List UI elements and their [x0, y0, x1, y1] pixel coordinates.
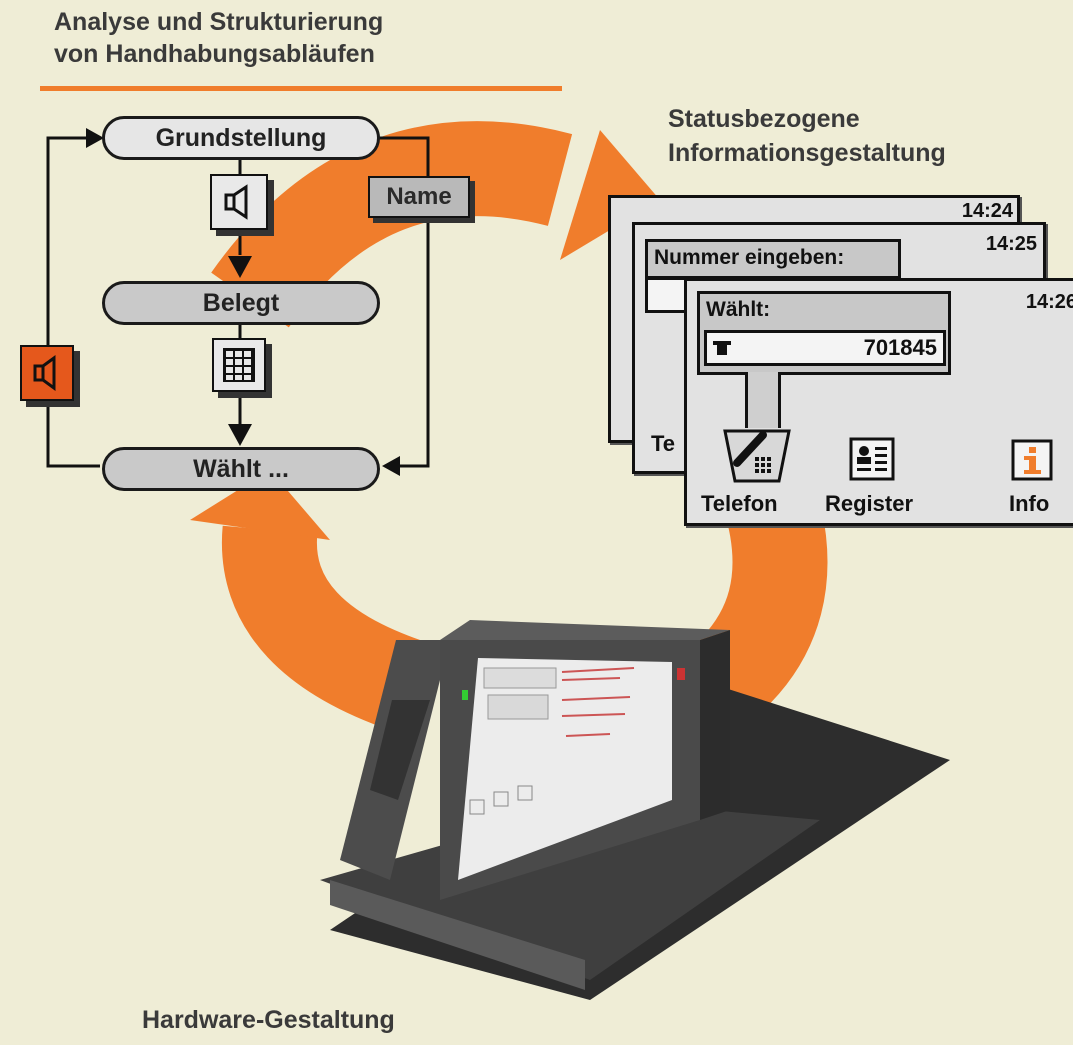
number-prompt-label: Nummer eingeben: [654, 246, 845, 269]
speaker-icon [210, 174, 268, 230]
side-speaker-icon [20, 345, 74, 401]
dialed-number-field: 701845 [704, 330, 946, 366]
status-heading-line2: Informationsgestaltung [668, 139, 946, 167]
screen-middle-time: 14:25 [985, 233, 1037, 255]
register-icon[interactable] [847, 435, 897, 483]
screen-front-time: 14:26 [1025, 291, 1073, 313]
status-heading-line1: Statusbezogene [668, 105, 860, 133]
dialing-status-label: Wählt: [706, 298, 771, 321]
name-tag: Name [368, 176, 470, 218]
flow-heading: Analyse und Strukturierung von Handhabun… [54, 6, 383, 70]
screen-back-time: 14:24 [961, 200, 1013, 222]
hardware-heading: Hardware-Gestaltung [142, 1006, 395, 1034]
cycle-arrow-left [221, 525, 435, 736]
state-idle: Grundstellung [102, 116, 380, 160]
flow-heading-line2: von Handhabungsabläufen [54, 40, 375, 68]
telefon-icon[interactable] [717, 421, 797, 491]
button-label-telefon[interactable]: Telefon [701, 491, 778, 516]
keypad-icon [212, 338, 266, 392]
state-busy: Belegt [102, 281, 380, 325]
dialing-status-box: Wählt: 701845 [697, 291, 951, 375]
status-heading: Statusbezogene Informationsgestaltung [668, 102, 946, 170]
state-dialing: Wählt ... [102, 447, 380, 491]
cycle-arrowhead-left [190, 470, 330, 540]
dialed-number: 701845 [863, 335, 937, 360]
handset-icon [713, 341, 731, 355]
button-label-info[interactable]: Info [1009, 491, 1050, 516]
status-connector [745, 372, 781, 428]
screen-front: 14:26 Wählt: 701845 Telefon Re [684, 278, 1073, 526]
heading-underline [40, 86, 562, 91]
info-icon[interactable] [1009, 437, 1055, 483]
button-label-register[interactable]: Register [825, 491, 914, 516]
partial-telefon-label: Te [651, 431, 676, 456]
number-prompt-box: Nummer eingeben: [645, 239, 901, 279]
flow-heading-line1: Analyse und Strukturierung [54, 8, 384, 36]
